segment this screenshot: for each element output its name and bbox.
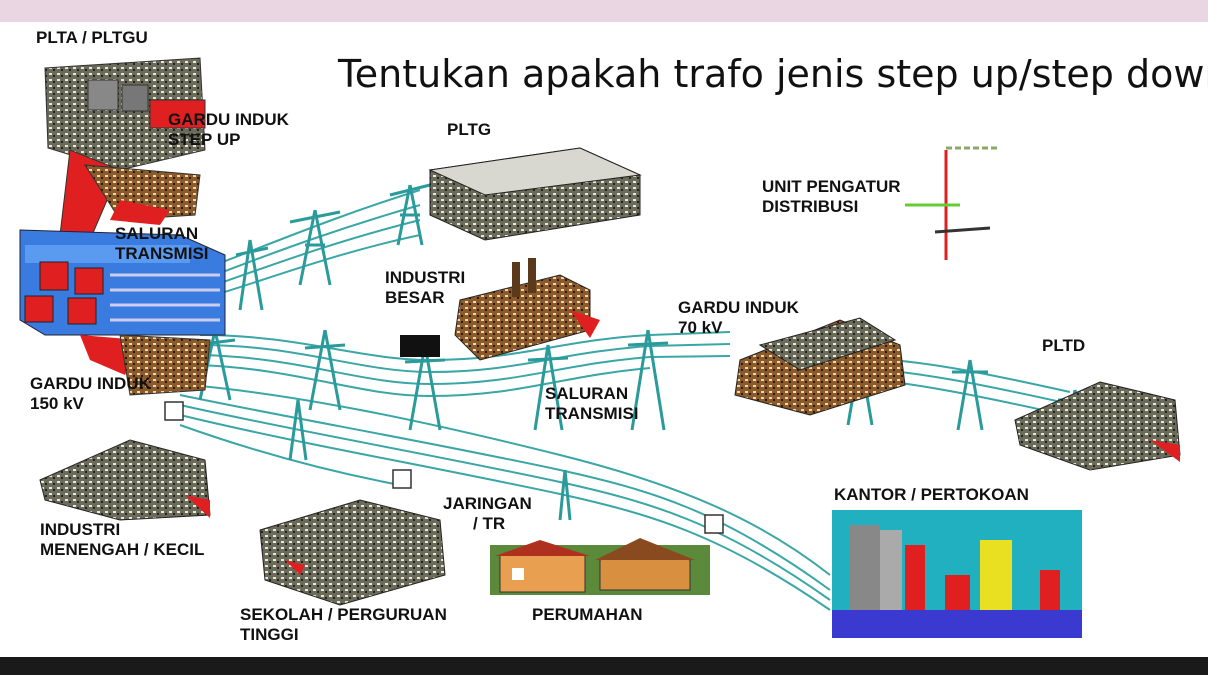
unit-pengatur-distribusi	[905, 146, 1000, 260]
pltd-plant	[1014, 381, 1181, 471]
industri-menengah-plant	[39, 439, 211, 521]
top-bar	[0, 0, 1208, 22]
label-kantor-pertokoan: KANTOR / PERTOKOAN	[834, 485, 1029, 504]
question-heading: Tentukan apakah trafo jenis step up/step…	[338, 52, 1208, 96]
label-pltg: PLTG	[447, 120, 492, 139]
pole-transformers	[164, 401, 724, 534]
label-pltd: PLTD	[1042, 336, 1086, 355]
plta-pltgu-plant	[44, 57, 206, 241]
gardu-induk-70kv	[734, 317, 906, 416]
pltg-plant	[428, 147, 642, 241]
substation-building	[19, 229, 226, 396]
label-plta-pltgu: PLTA / PLTGU	[36, 28, 148, 47]
industri-besar-plant	[400, 258, 600, 361]
label-jaringan-tr: JARINGAN/ TR	[443, 494, 532, 533]
label-perumahan: PERUMAHAN	[532, 605, 643, 624]
kantor-pertokoan	[832, 510, 1082, 638]
bottom-bar	[0, 657, 1208, 675]
sekolah-complex	[259, 499, 446, 606]
perumahan-houses	[490, 538, 710, 595]
